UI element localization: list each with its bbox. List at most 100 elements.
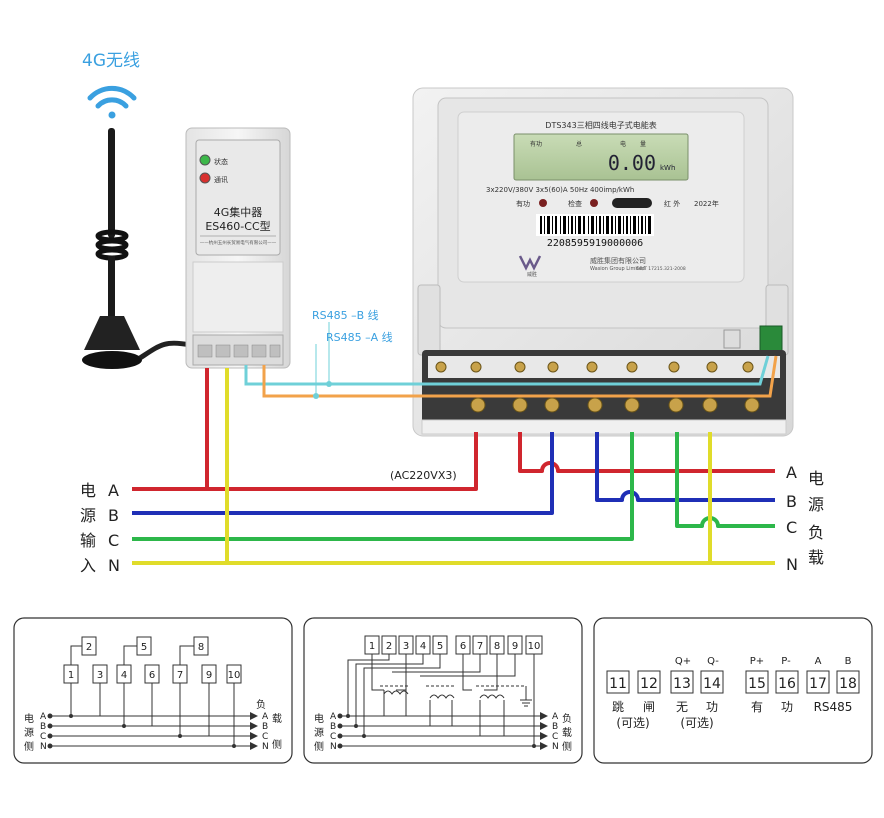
power-wires bbox=[132, 368, 775, 565]
comm-led bbox=[199, 172, 211, 184]
d2-terminal-2: 2 bbox=[386, 641, 392, 652]
rs485-a-wire bbox=[262, 355, 778, 398]
d3-terminal-11: 11 bbox=[609, 676, 627, 692]
d3-terminal-14: 14 bbox=[703, 676, 721, 692]
d2-terminal-4: 4 bbox=[420, 641, 426, 652]
d3-terminal-16: 16 bbox=[778, 676, 796, 692]
meter-standard: GB/T 17215.321-2008 bbox=[636, 266, 686, 272]
input-side-char-1: 电 bbox=[80, 481, 96, 500]
d3-label-reactive-2: 功 bbox=[706, 700, 718, 714]
d1-right-char-1: 负 bbox=[256, 698, 266, 711]
input-side-char-2: 源 bbox=[80, 506, 96, 525]
d2-left-phase-n: N bbox=[330, 742, 337, 752]
comm-label: 通讯 bbox=[214, 175, 228, 184]
load-side-char-1: 电 bbox=[808, 469, 824, 488]
d2-right-phase-a: A bbox=[552, 712, 559, 722]
wire-b-load bbox=[595, 432, 775, 502]
supply-label: (AC220VX3) bbox=[390, 469, 457, 482]
antenna-label: 4G无线 bbox=[82, 51, 140, 71]
indicator-active: 有功 bbox=[516, 199, 530, 208]
d1-right-phase-a: A bbox=[262, 712, 269, 722]
d3-terminal-15: 15 bbox=[748, 676, 766, 692]
d2-left-char-2: 源 bbox=[314, 726, 324, 739]
d1-lower-terminal-3: 4 bbox=[121, 670, 127, 681]
d3-terminal-12: 12 bbox=[640, 676, 658, 692]
status-led bbox=[199, 154, 211, 166]
d1-right-char-2: 载 bbox=[272, 713, 282, 725]
status-label: 状态 bbox=[214, 157, 228, 166]
wire-b-input bbox=[132, 432, 554, 515]
d1-lower-terminal-6: 9 bbox=[206, 670, 212, 681]
wire-c-load bbox=[675, 432, 775, 528]
barcode bbox=[536, 214, 654, 236]
rs485-lines bbox=[244, 322, 778, 399]
d3-label-optional-2: (可选) bbox=[680, 716, 713, 730]
lcd-unit: kWh bbox=[660, 164, 675, 172]
d1-lower-terminal-7: 10 bbox=[228, 670, 241, 681]
barcode-number: 2208595919000006 bbox=[547, 238, 643, 249]
d2-terminal-5: 5 bbox=[437, 641, 443, 652]
d3-label-active-1: 有 bbox=[751, 700, 763, 714]
d2-terminal-10: 10 bbox=[528, 641, 541, 652]
rs485-b-label: RS485 –B 线 bbox=[312, 308, 379, 322]
concentrator-model: ES460-CC型 bbox=[205, 219, 270, 233]
d1-lower-terminal-2: 3 bbox=[97, 670, 103, 681]
d1-left-phase-n: N bbox=[40, 742, 47, 752]
meter-maker: 威胜集团有限公司 bbox=[590, 256, 646, 265]
input-phase-c: C bbox=[108, 531, 119, 550]
rs485-a-label: RS485 –A 线 bbox=[326, 330, 393, 344]
d3-top-label-b: B bbox=[845, 656, 852, 667]
d1-lower-terminal-4: 6 bbox=[149, 670, 155, 681]
terminal-diagram-ct: 1 2 3 4 5 6 7 8 9 10 bbox=[303, 617, 583, 764]
d1-right-phase-n: N bbox=[262, 742, 269, 752]
d2-left-char-1: 电 bbox=[314, 712, 324, 725]
d2-left-char-3: 侧 bbox=[314, 740, 324, 753]
input-phase-a: A bbox=[108, 481, 119, 500]
energy-meter: DTS343三相四线电子式电能表 有功 总 电 量 0.00 kWh 3x220… bbox=[412, 87, 794, 437]
concentrator-title: 4G集中器 bbox=[214, 205, 263, 219]
antenna: 4G无线 bbox=[82, 51, 191, 369]
lcd-label-3: 电 bbox=[620, 140, 626, 148]
load-side-char-3: 负 bbox=[808, 523, 824, 542]
lcd-value: 0.00 bbox=[608, 151, 656, 175]
d3-label-active-2: 功 bbox=[781, 700, 793, 714]
input-phase-n: N bbox=[108, 556, 120, 575]
d3-label-switch: 闸 bbox=[643, 700, 655, 714]
d1-left-phase-c: C bbox=[40, 732, 46, 742]
d2-right-char-1: 负 bbox=[562, 712, 572, 725]
input-labels: 电 源 输 入 A B C N bbox=[80, 481, 120, 575]
meter-specs: 3x220V/380V 3x5(60)A 50Hz 400imp/kWh bbox=[486, 186, 634, 194]
ir-label: 红 外 bbox=[664, 199, 680, 208]
d1-left-phase-a: A bbox=[40, 712, 47, 722]
lcd-label-2: 总 bbox=[576, 140, 582, 148]
load-phase-a: A bbox=[786, 463, 797, 482]
d1-left-char-3: 侧 bbox=[24, 740, 34, 753]
input-side-char-3: 输 bbox=[80, 531, 96, 550]
d2-terminal-7: 7 bbox=[477, 641, 483, 652]
d2-left-phase-a: A bbox=[330, 712, 337, 722]
load-labels: A B C N 电 源 负 载 bbox=[786, 463, 824, 574]
d2-right-phase-n: N bbox=[552, 742, 559, 752]
input-side-char-4: 入 bbox=[80, 556, 96, 575]
d2-terminal-8: 8 bbox=[494, 641, 500, 652]
d2-right-char-3: 侧 bbox=[562, 740, 572, 753]
d1-left-char-2: 源 bbox=[24, 726, 34, 739]
d2-terminal-3: 3 bbox=[403, 641, 409, 652]
concentrator: 状态 通讯 4G集中器 ES460-CC型 ——杭州五州长贸易电气有限公司—— bbox=[185, 127, 291, 369]
lcd-label-1: 有功 bbox=[530, 140, 542, 148]
wifi-icon bbox=[87, 85, 137, 119]
d1-upper-terminal-2: 5 bbox=[141, 642, 147, 653]
terminal-screws bbox=[435, 361, 760, 413]
meter-lcd bbox=[513, 133, 689, 181]
terminal-diagram-direct: 2 5 8 1 3 4 6 7 9 10 bbox=[13, 617, 293, 764]
load-phase-b: B bbox=[786, 492, 797, 511]
wire-a-load bbox=[518, 432, 775, 473]
svg-text:威胜: 威胜 bbox=[527, 271, 537, 278]
d3-top-label-q-minus: Q- bbox=[707, 656, 719, 667]
program-button bbox=[612, 198, 652, 208]
d1-left-char-1: 电 bbox=[24, 712, 34, 725]
meter-title: DTS343三相四线电子式电能表 bbox=[545, 120, 656, 130]
d2-right-char-2: 载 bbox=[562, 727, 572, 739]
load-side-char-2: 源 bbox=[808, 495, 824, 514]
d2-right-phase-b: B bbox=[552, 722, 558, 732]
